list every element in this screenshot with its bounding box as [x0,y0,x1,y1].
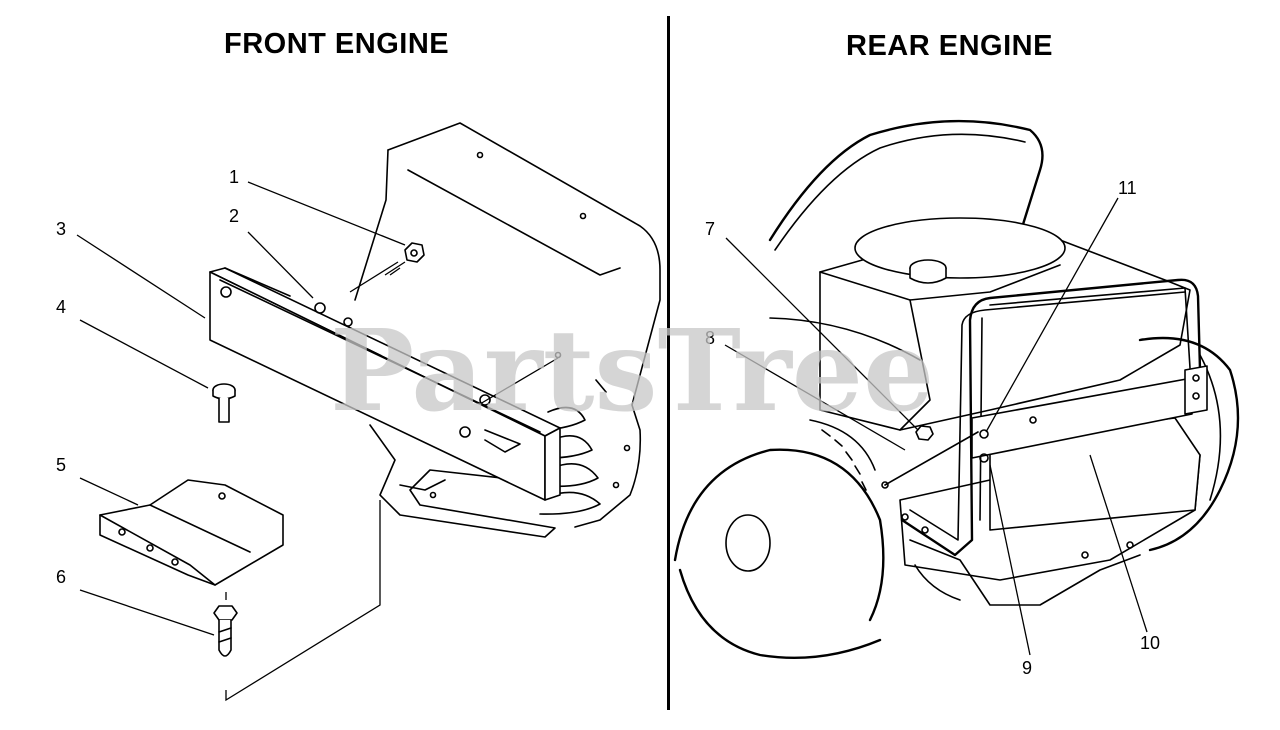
hood-rivet-2 [579,212,587,220]
oil-cap [909,259,947,284]
callout-2: 2 [229,206,239,226]
bracket-hole-4 [479,394,491,406]
nut-leader-2 [389,267,401,276]
hex-nut-7 [915,425,934,441]
hood-outline [387,122,661,528]
bracket-hole-5 [459,426,471,438]
callout-4: 4 [56,297,66,317]
callout-9: 9 [1022,658,1032,678]
front-engine-assembly: 1 2 3 4 5 6 [56,122,661,702]
rear-callout-leaders [724,197,1148,656]
bumper-frame [900,278,1202,557]
bolt-rod [884,431,979,486]
hood-bottom-contour [407,169,621,276]
front-engine-title: FRONT ENGINE [224,28,450,60]
frame-bolt-2 [921,526,929,534]
rear-engine-assembly: 7 8 9 10 11 [673,119,1240,678]
callout-5: 5 [56,455,66,475]
frame-bolt-1 [901,513,909,521]
bracket-hole-2 [343,317,353,327]
seat-back [768,119,1044,252]
rod-end [881,481,889,489]
rear-bracket-plate [971,365,1208,463]
watermark-logo: PartsTree [330,306,934,437]
bracket-hole-1 [220,286,232,298]
nut-leader [384,261,406,276]
left-wheel [673,419,885,660]
bolt-4 [212,383,236,423]
callout-3: 3 [56,219,66,239]
lower-frame-detail [399,479,446,491]
callout-10: 10 [1140,633,1160,653]
bracket-hole-3 [314,302,326,314]
lower-frame-hole [429,491,437,499]
callout-11: 11 [1118,178,1137,198]
front-callout-leaders [76,181,406,636]
callout-1: 1 [229,167,239,187]
bumper-bracket [209,267,562,501]
bracket-hole-6 [554,351,562,359]
engine-top [854,217,1066,279]
rear-engine-title: REAR ENGINE [846,30,1053,62]
mounting-plate [99,479,284,586]
hex-nut-1 [404,242,425,263]
assembly-guides [225,261,559,702]
lower-frame [369,424,556,538]
panel-divider [667,16,670,710]
callout-6: 6 [56,567,66,587]
bolt-6 [213,605,238,657]
callout-7: 7 [705,219,715,239]
hood-rivet-1 [476,151,484,159]
frame-hole-2 [612,481,620,489]
frame-slot [595,379,607,393]
frame-hole-1 [623,444,631,452]
hood-left-edge [354,149,389,301]
callout-8: 8 [705,328,715,348]
